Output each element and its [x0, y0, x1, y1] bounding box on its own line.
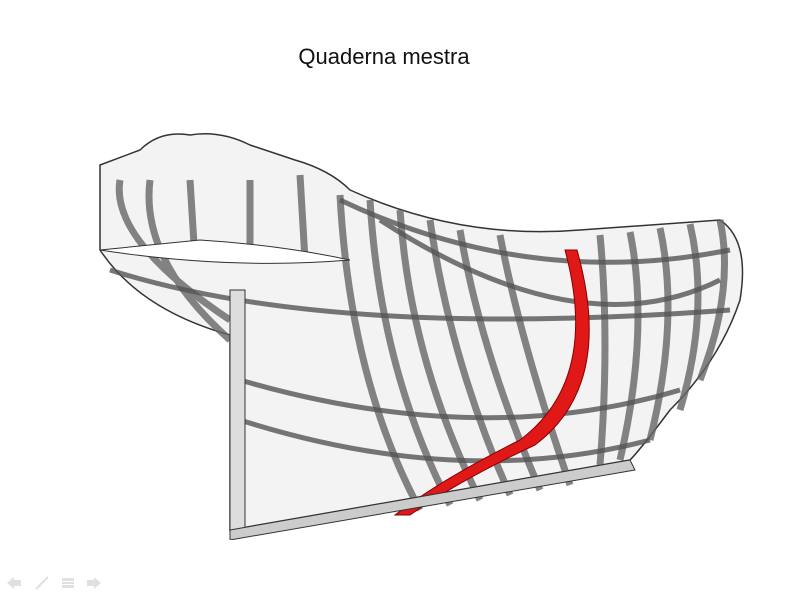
arrow-right-icon[interactable] — [86, 576, 102, 590]
arrow-left-icon[interactable] — [6, 576, 22, 590]
pen-icon[interactable] — [34, 576, 50, 590]
slide-title: Quaderna mestra — [298, 44, 470, 69]
stringers — [109, 197, 731, 464]
keel — [229, 459, 636, 540]
menu-icon[interactable] — [60, 576, 76, 590]
master-frame-highlight — [393, 249, 590, 516]
keel-post — [229, 289, 246, 531]
ship-hull-frame-diagram — [99, 133, 744, 540]
deck — [99, 239, 351, 264]
